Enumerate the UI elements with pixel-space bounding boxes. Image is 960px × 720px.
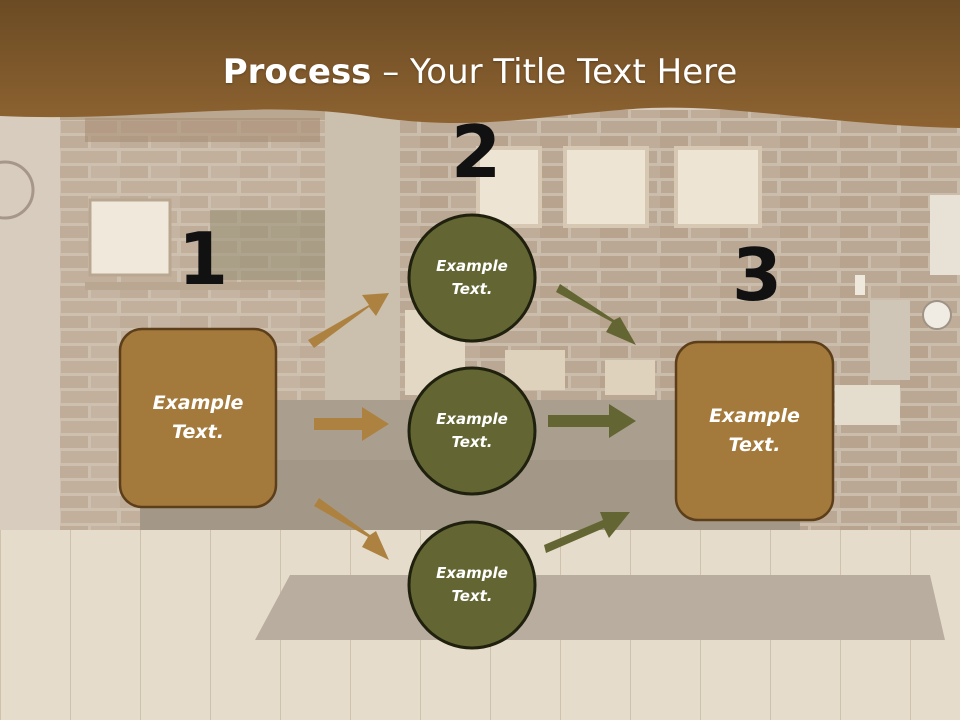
step-3-label: Example Text. [709,405,800,456]
arrow-down-right [556,284,636,345]
step-1-box [118,327,278,509]
circle-bottom [407,520,537,650]
arrow-right-right [548,404,636,438]
title-rest: – Your Title Text Here [371,52,738,92]
circle-top [407,213,537,343]
arrow-up-left [308,293,389,348]
step-number-3: 3 [732,233,783,317]
step-number-1: 1 [178,217,229,301]
circle-bottom-label: Example Text. [436,564,508,605]
step-1-label: Example Text. [152,392,244,443]
arrow-right-left [314,407,389,441]
arrow-up-right [544,512,630,553]
step-3-box [674,340,835,522]
circle-middle-label: Example Text. [436,410,508,451]
circle-top-label: Example Text. [436,257,508,298]
slide-title: Process – Your Title Text Here [0,52,960,92]
circle-middle [407,366,537,496]
title-bold: Process [222,52,372,92]
arrow-down-left [314,498,389,560]
step-number-2: 2 [451,110,502,194]
